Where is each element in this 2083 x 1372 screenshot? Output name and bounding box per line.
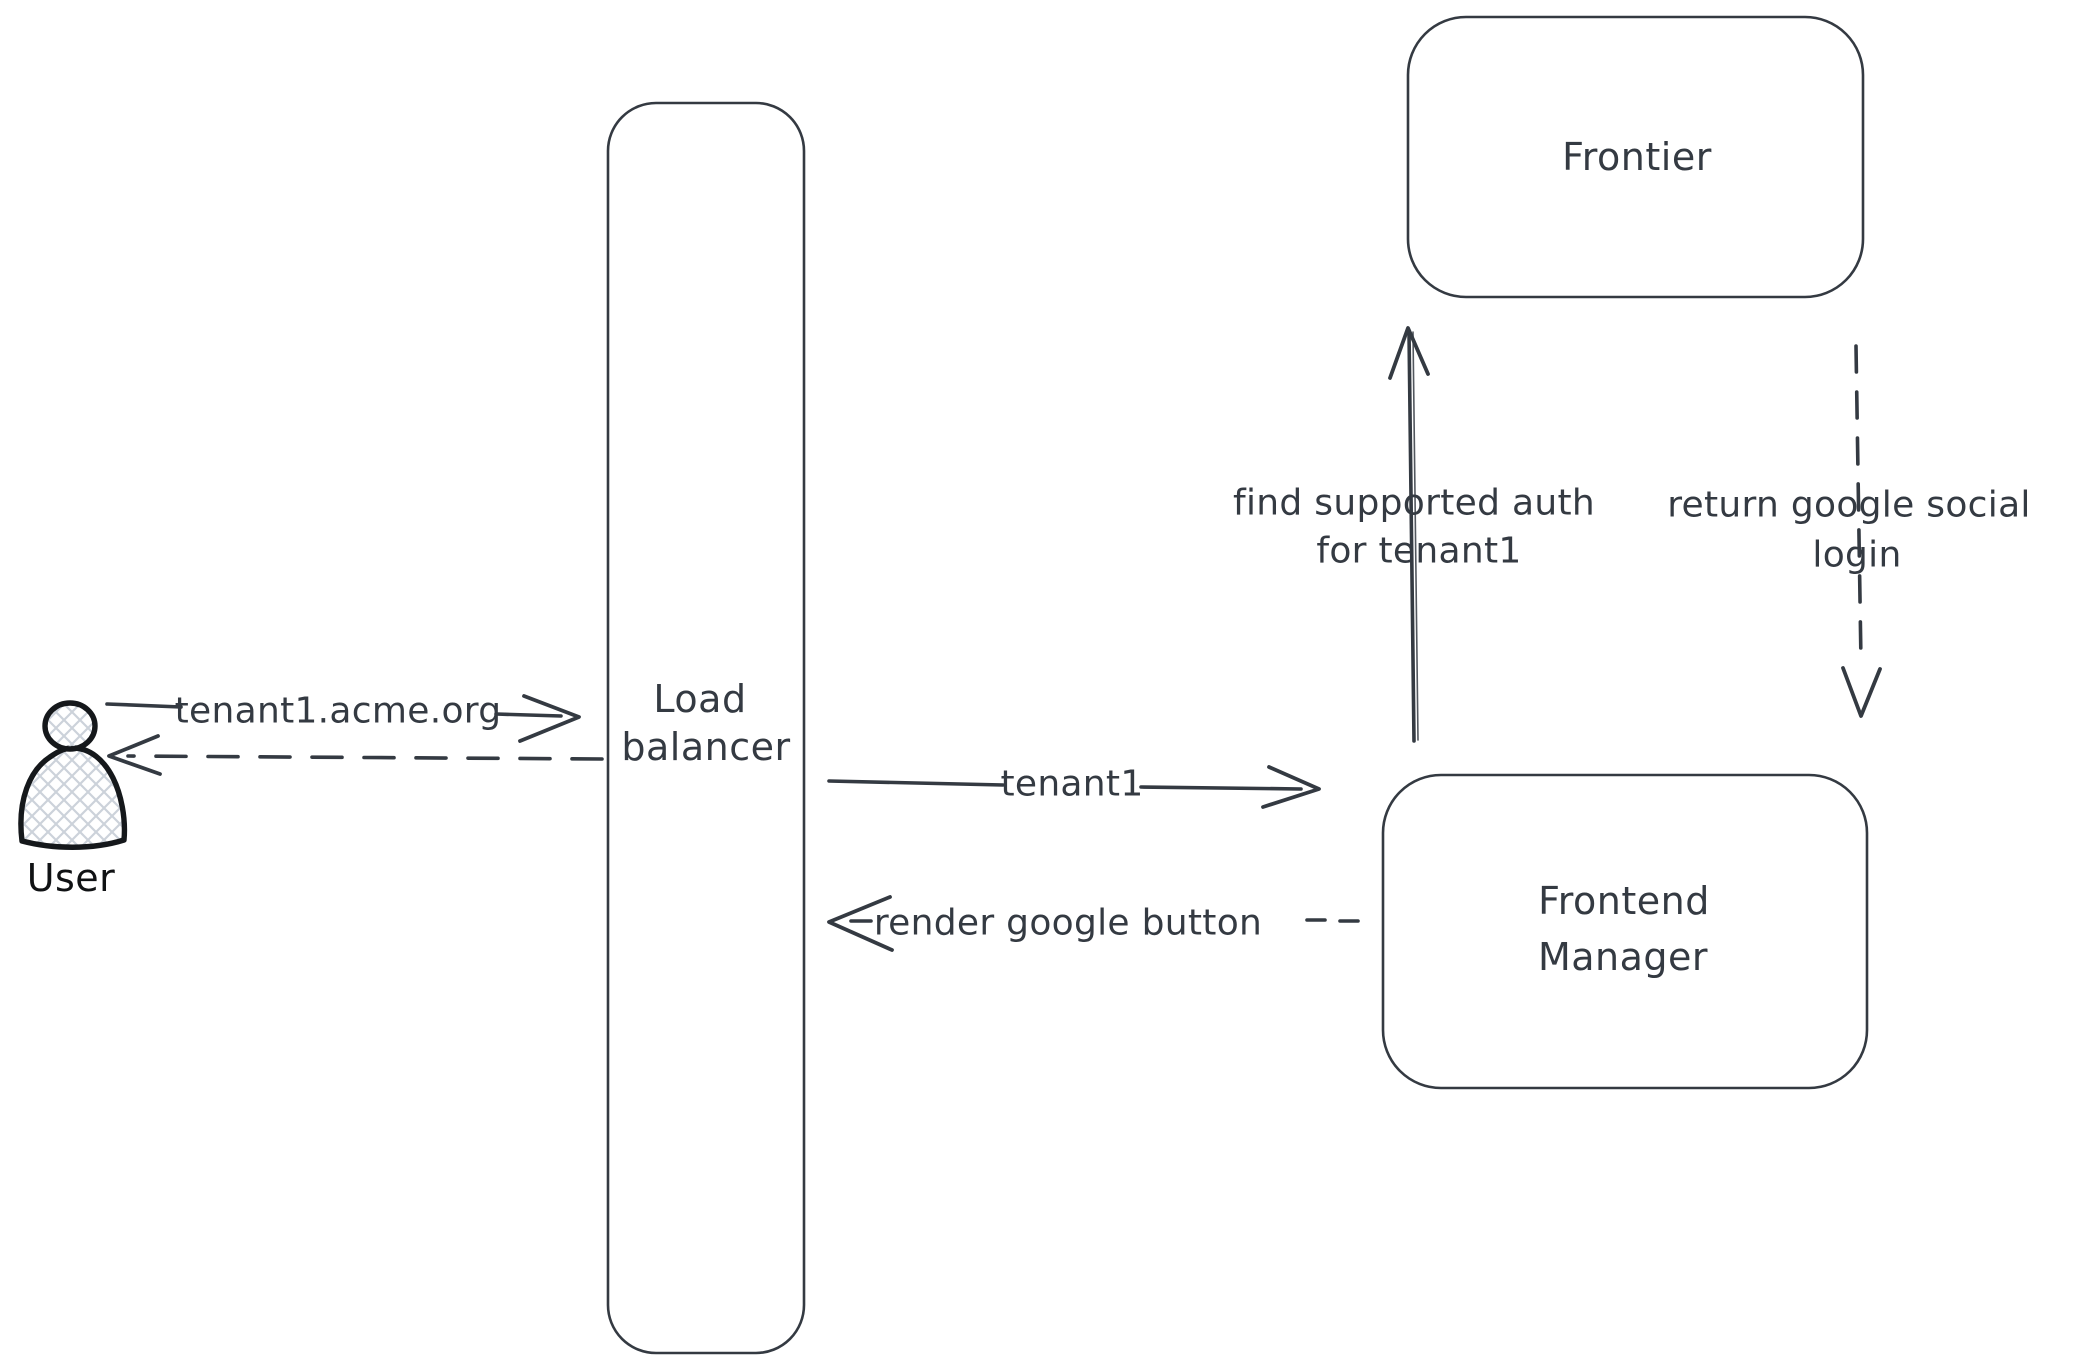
frontier-label: Frontier — [1562, 135, 1712, 179]
frontend-manager-box — [1381, 773, 1869, 1090]
frontend-manager-label-line2: Manager — [1538, 935, 1708, 979]
edge-label-render-google-button: render google button — [874, 903, 1262, 944]
load-balancer-label-line1: Load — [653, 677, 746, 721]
edge-label-tenant1-acme-org: tenant1.acme.org — [175, 691, 502, 732]
user-head-icon — [42, 700, 98, 752]
edge-frontend-manager-to-frontier: find supported auth for tenant1 — [1233, 326, 1595, 743]
edge-label-find-supported-auth-line1: find supported auth — [1233, 483, 1595, 524]
frontier-box — [1406, 15, 1865, 299]
arrow-line — [1407, 329, 1416, 743]
arrow-left-head — [827, 895, 894, 952]
arrow-down-head — [1841, 666, 1882, 718]
edge-label-find-supported-auth-line2: for tenant1 — [1316, 531, 1521, 572]
edge-load-balancer-to-user — [107, 734, 604, 776]
user-node: User — [18, 700, 128, 900]
arrow-line — [494, 712, 563, 718]
arrow-right-head — [1261, 765, 1321, 809]
load-balancer-box — [606, 101, 806, 1355]
edge-frontier-to-frontend-manager: return google social login — [1667, 344, 2031, 718]
user-label: User — [27, 856, 116, 900]
frontier-node: Frontier — [1406, 15, 1865, 299]
edge-label-return-google-social-line2: login — [1812, 535, 1901, 576]
edge-load-balancer-to-frontend-manager: tenant1 — [827, 764, 1321, 809]
frontend-manager-label-line1: Frontend — [1538, 879, 1710, 923]
edge-user-to-load-balancer: tenant1.acme.org — [105, 691, 581, 743]
arrow-line-sketch-double — [1412, 331, 1419, 741]
load-balancer-label-line2: balancer — [621, 725, 790, 769]
frontend-manager-node: Frontend Manager — [1381, 773, 1869, 1090]
arrow-line — [827, 779, 1005, 787]
arrow-right-head — [518, 694, 581, 743]
arrow-dashed-line — [126, 754, 604, 761]
edge-frontend-manager-to-load-balancer: render google button — [827, 895, 1360, 952]
arrow-dashed-line — [1854, 344, 1863, 664]
arrow-up-head — [1388, 326, 1430, 380]
edge-label-tenant1: tenant1 — [1000, 764, 1143, 805]
arrow-line — [1139, 785, 1303, 791]
load-balancer-node: Load balancer — [606, 101, 806, 1355]
arrow-left-head — [107, 734, 162, 776]
user-icon — [18, 745, 128, 850]
edge-label-return-google-social-line1: return google social — [1667, 485, 2031, 526]
arrow-line — [105, 702, 183, 709]
